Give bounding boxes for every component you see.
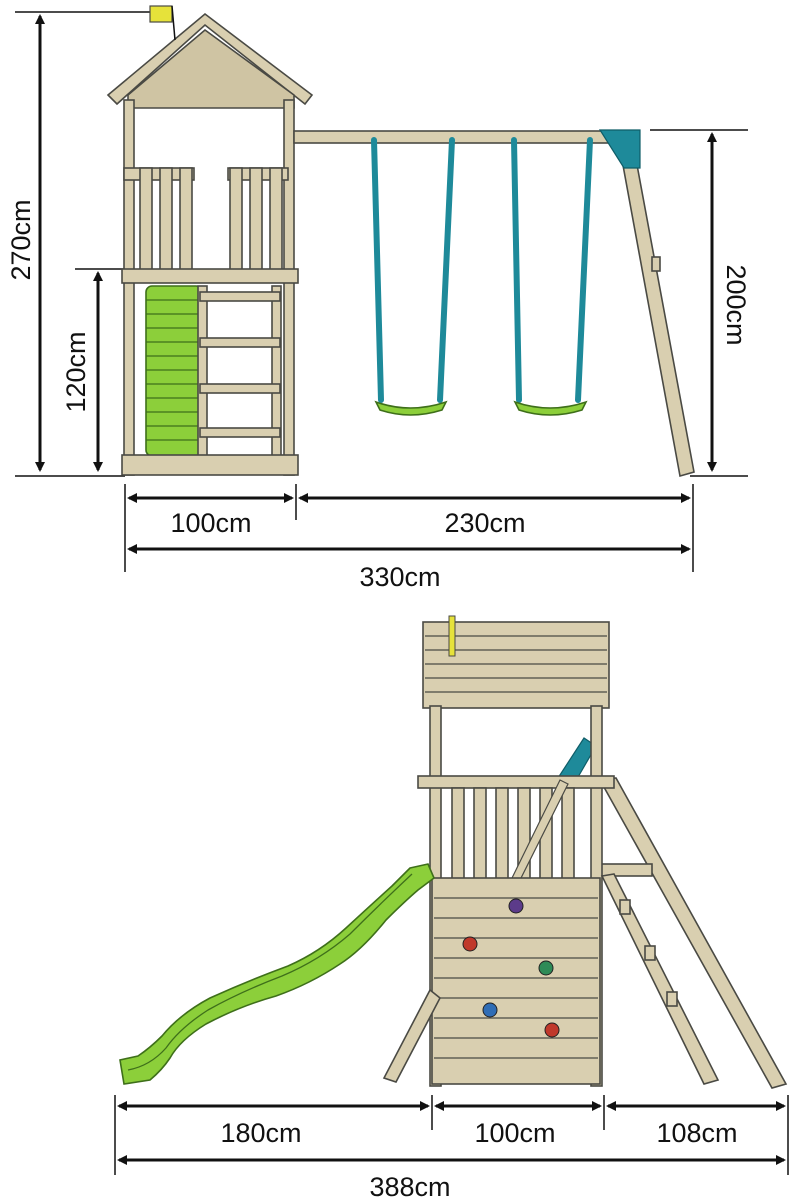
front-tower-width-label: 100cm — [474, 1118, 555, 1148]
front-brace-left — [382, 988, 442, 1083]
front-ladder — [600, 873, 720, 1085]
climbing-wall — [431, 877, 601, 1085]
swing2-chain-right — [575, 137, 593, 403]
front-roof — [422, 615, 610, 709]
side-view: 270cm 120cm 200cm 100cm 230cm 330cm — [6, 5, 751, 592]
side-tower-width-label: 100cm — [170, 508, 251, 538]
climbing-hold-icon — [508, 898, 524, 914]
swing2-chain-left — [511, 137, 522, 403]
swing-set — [371, 137, 593, 416]
beam-bracket — [598, 129, 641, 169]
swing1-chain-right — [437, 137, 455, 403]
wave-slide — [119, 863, 435, 1085]
swing-width-label: 230cm — [444, 508, 525, 538]
tube-slide — [145, 285, 203, 457]
swing1-chain-left — [371, 137, 384, 403]
swing-frame — [293, 129, 695, 478]
height-total-label: 270cm — [6, 199, 36, 280]
side-post-left — [123, 99, 135, 476]
climbing-hold-icon — [462, 936, 478, 952]
platform-height-label: 120cm — [61, 331, 91, 412]
climbing-hold-icon — [482, 1002, 498, 1018]
ladder-rail-left — [197, 285, 208, 473]
swing-leg — [617, 137, 695, 478]
front-railing — [417, 775, 615, 881]
ladder-depth-label: 108cm — [656, 1118, 737, 1148]
climbing-hold-icon — [544, 1022, 560, 1038]
front-flag-icon — [448, 615, 456, 657]
swing1-seat — [374, 400, 448, 416]
swing2-seat — [513, 400, 588, 416]
slide-length-label: 180cm — [220, 1118, 301, 1148]
front-total-width-label: 388cm — [369, 1172, 450, 1200]
climbing-hold-icon — [538, 960, 554, 976]
flag-icon — [149, 5, 173, 23]
front-extension-lines — [114, 1095, 789, 1175]
front-view: 180cm 100cm 108cm 388cm — [114, 615, 789, 1200]
side-post-right — [283, 99, 295, 476]
ladder-rail-right — [271, 285, 282, 473]
side-extension-lines — [15, 11, 748, 572]
side-roof-edge — [106, 12, 314, 106]
side-tower — [106, 5, 314, 476]
side-base — [121, 454, 299, 476]
swing-beam — [293, 130, 621, 144]
swing-height-label: 200cm — [721, 264, 751, 345]
side-total-width-label: 330cm — [359, 562, 440, 592]
